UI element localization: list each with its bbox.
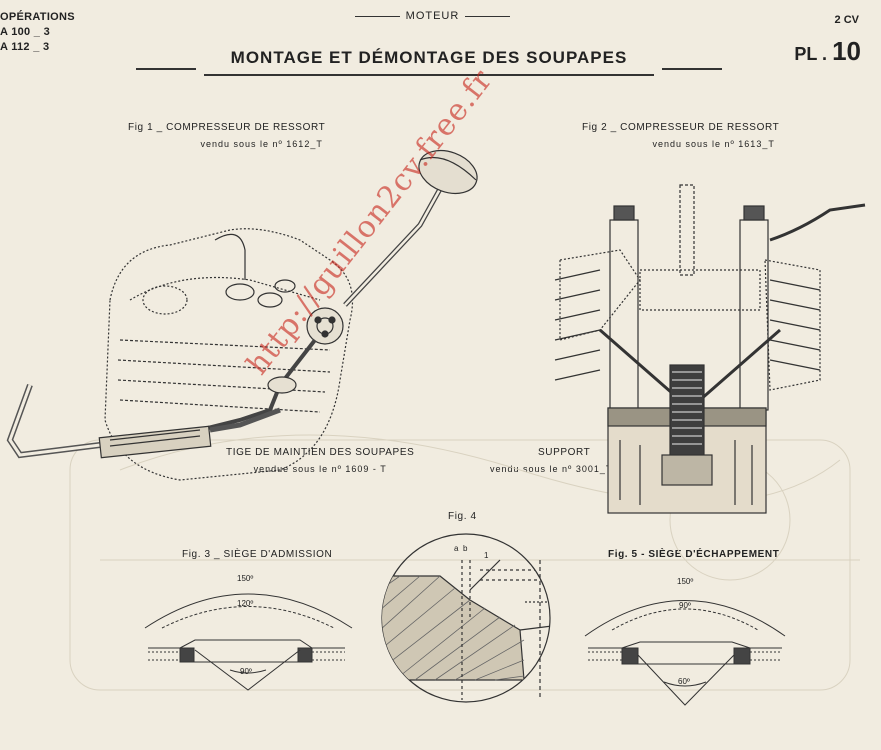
support-caption: SUPPORT vendu sous le nº 3001_T <box>490 447 612 474</box>
section-header: MOTEUR <box>340 10 525 22</box>
fig3-angle-120: 120º <box>237 599 253 608</box>
plate-prefix: PL . <box>794 44 828 64</box>
fig4-labels: a b 1 <box>454 544 489 560</box>
tige-title: TIGE DE MAINTIEN DES SOUPAPES <box>226 447 415 458</box>
fig2-drawing <box>554 184 866 514</box>
fig5-drawing <box>584 600 786 706</box>
vehicle-label: 2 CV <box>834 14 859 26</box>
fig3-drawing <box>144 593 353 691</box>
fig1-sub: vendu sous le nº 1612_T <box>200 139 323 149</box>
fig1-drawing <box>6 149 478 481</box>
fig2-title: Fig 2 _ COMPRESSEUR DE RESSORT <box>582 122 780 133</box>
support-sub: vendu sous le nº 3001_T <box>490 464 613 474</box>
fig4-mark-b: b <box>463 544 468 553</box>
fig5-angle-60: 60º <box>678 677 690 686</box>
fig5-title: Fig. 5 - SIÈGE D'ÉCHAPPEMENT <box>608 549 780 560</box>
plate-num: 10 <box>832 36 861 66</box>
plate-number: PL . 10 <box>794 36 861 67</box>
fig5-angle-90: 90º <box>679 601 691 610</box>
operation-code: A 112 _ 3 <box>0 41 50 53</box>
fig1-caption: Fig 1 _ COMPRESSEUR DE RESSORT vendu sou… <box>128 122 325 149</box>
fig2-caption: Fig 2 _ COMPRESSEUR DE RESSORT vendu sou… <box>582 122 779 149</box>
fig5-angle-150: 150º <box>677 577 693 586</box>
page-title: MONTAGE ET DÉMONTAGE DES SOUPAPES <box>230 48 628 67</box>
tige-sub: vendue sous le nº 1609 - T <box>253 464 387 474</box>
fig3-angle-150: 150º <box>237 574 253 583</box>
operation-code: A 100 _ 3 <box>0 26 50 38</box>
fig4-drawing <box>381 533 551 703</box>
fig1-title: Fig 1 _ COMPRESSEUR DE RESSORT <box>128 122 326 133</box>
fig3-angle-labels: 150º 120º 90º <box>237 574 253 676</box>
fig3-title: Fig. 3 _ SIÈGE D'ADMISSION <box>182 549 333 560</box>
fig4-mark-a: a <box>454 544 459 553</box>
fig4-title: Fig. 4 <box>448 511 477 522</box>
fig2-sub: vendu sous le nº 1613_T <box>652 139 775 149</box>
fig5-angle-labels: 150º 90º 60º <box>677 577 693 686</box>
operations-label: OPÉRATIONS <box>0 11 75 23</box>
support-title: SUPPORT <box>538 447 591 458</box>
page-title-block: MONTAGE ET DÉMONTAGE DES SOUPAPES <box>136 48 722 76</box>
fig3-angle-90: 90º <box>240 667 252 676</box>
fig4-mark-1: 1 <box>484 551 489 560</box>
operations-block: OPÉRATIONS A 100 _ 3 A 112 _ 3 <box>0 10 75 55</box>
section-label: MOTEUR <box>405 10 460 22</box>
tige-caption: TIGE DE MAINTIEN DES SOUPAPES vendue sou… <box>226 447 414 474</box>
